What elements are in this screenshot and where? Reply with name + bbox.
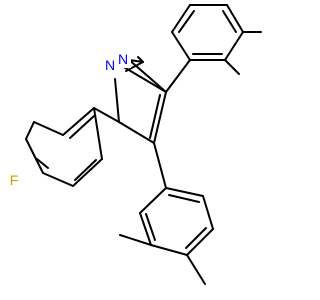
atom-n1-label: N <box>105 57 115 73</box>
bond <box>36 158 49 169</box>
bond <box>25 138 44 174</box>
bond <box>150 244 188 256</box>
bond <box>224 31 244 61</box>
bond <box>72 158 103 187</box>
n1-label-background <box>103 56 118 74</box>
bond <box>42 172 74 187</box>
bond <box>74 159 97 181</box>
bond <box>153 91 167 144</box>
bond <box>118 121 155 144</box>
bond <box>178 10 195 33</box>
molecule-diagram: N N F <box>7 4 262 285</box>
atom-f-label: F <box>10 172 19 188</box>
bond <box>165 187 204 197</box>
bond <box>119 234 152 246</box>
bond <box>171 4 191 33</box>
bond-layer <box>25 4 262 285</box>
bond <box>186 254 206 285</box>
f-label-background <box>7 172 21 189</box>
bond <box>69 115 95 139</box>
bond <box>153 142 167 189</box>
bond <box>186 228 214 256</box>
bond <box>149 94 161 139</box>
bond <box>121 65 167 93</box>
bond <box>165 59 191 93</box>
bond <box>62 107 95 136</box>
atom-n2-label: N <box>118 51 128 67</box>
bond <box>139 212 152 246</box>
bond <box>145 213 156 241</box>
bond <box>114 78 120 123</box>
bond <box>226 4 244 33</box>
bond <box>33 121 64 136</box>
bond <box>171 31 191 61</box>
bond <box>185 227 207 249</box>
bond <box>126 57 167 93</box>
bond <box>202 195 214 230</box>
bond <box>25 121 35 140</box>
bond <box>93 107 120 123</box>
n2-label-background <box>116 50 131 68</box>
bond <box>139 187 167 214</box>
bond <box>222 10 237 33</box>
bond <box>224 59 240 75</box>
bond <box>93 107 103 160</box>
atom-layer: N N F <box>7 50 131 189</box>
bond <box>168 194 200 203</box>
bond <box>137 56 144 63</box>
